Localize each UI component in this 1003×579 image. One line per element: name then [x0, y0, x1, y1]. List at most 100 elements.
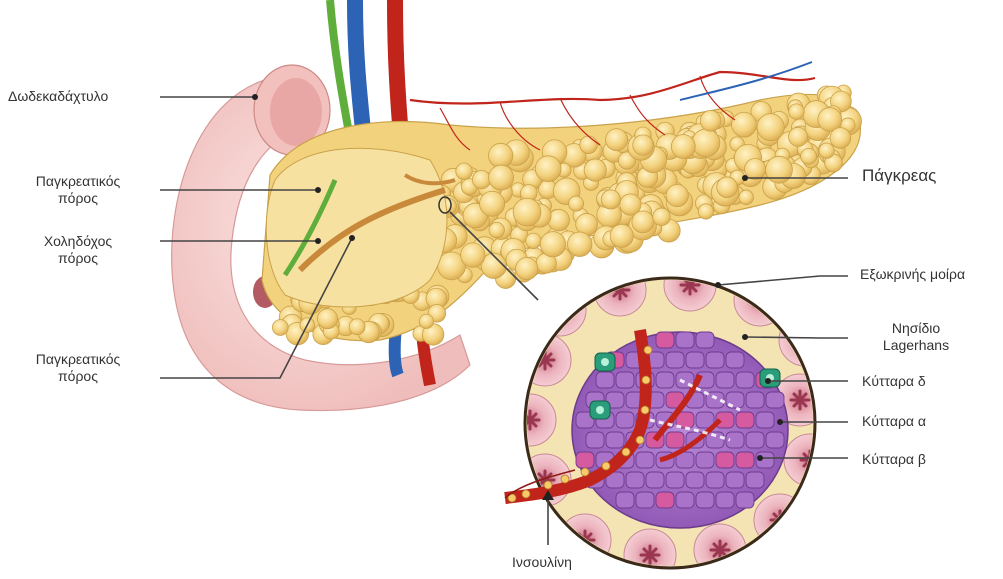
pancreas-lobule — [789, 104, 805, 120]
alpha-cell — [716, 452, 734, 468]
label-pancreatic-duct-1-line2: πόρος — [18, 190, 138, 207]
pancreas-lobule — [653, 208, 671, 226]
alpha-cell — [736, 452, 754, 468]
beta-cell — [726, 352, 744, 368]
label-islet-line2: Lagerhans — [860, 337, 972, 354]
beta-cell — [686, 472, 704, 488]
beta-cell — [736, 492, 754, 508]
beta-cell — [726, 472, 744, 488]
pancreas-body — [262, 85, 861, 345]
beta-cell — [706, 472, 724, 488]
beta-cell — [626, 472, 644, 488]
beta-cell — [696, 332, 714, 348]
pancreas-lobule — [419, 314, 433, 328]
pancreas-lobule — [633, 135, 654, 156]
beta-cell — [686, 352, 704, 368]
pancreas-lobule — [610, 224, 633, 247]
label-pancreatic-duct-2-line2: πόρος — [18, 368, 138, 385]
label-pancreatic-duct-1: Παγκρεατικός πόρος — [18, 173, 138, 207]
alpha-cell — [736, 412, 754, 428]
label-pancreatic-duct-2-line1: Παγκρεατικός — [18, 351, 138, 368]
pancreas-lobule — [580, 136, 598, 154]
pancreas-lobule — [489, 165, 514, 190]
pancreas-lobule — [692, 129, 720, 157]
insulin-granule — [522, 490, 530, 498]
beta-cell — [636, 452, 654, 468]
beta-cell — [616, 492, 634, 508]
pancreas-lobule — [739, 190, 753, 204]
alpha-cell — [656, 332, 674, 348]
beta-cell — [716, 372, 734, 388]
beta-cell — [746, 472, 764, 488]
pancreas-lobule — [698, 204, 713, 219]
beta-cell — [696, 452, 714, 468]
pancreas-lobule — [540, 232, 565, 257]
beta-cell — [746, 392, 764, 408]
pancreas-lobule — [472, 170, 490, 188]
beta-cell — [676, 332, 694, 348]
pancreas-lobule — [456, 163, 473, 180]
beta-cell — [586, 432, 604, 448]
pancreas-lobule — [461, 243, 485, 267]
beta-cell — [676, 492, 694, 508]
label-bile-duct: Χοληδόχος πόρος — [18, 233, 138, 267]
acinus-lumen — [491, 511, 509, 529]
alpha-cell — [656, 492, 674, 508]
islet-magnification — [474, 259, 836, 579]
alpha-cell — [576, 452, 594, 468]
beta-cell — [756, 412, 774, 428]
pancreas-lobule — [757, 114, 784, 141]
label-islet: Νησίδιο Lagerhans — [860, 320, 972, 354]
pancreas-lobule — [349, 319, 365, 335]
beta-cell — [736, 372, 754, 388]
insulin-granule — [561, 475, 569, 483]
delta-cell-nucleus — [601, 358, 609, 366]
pancreas-lobule — [526, 233, 541, 248]
pancreas-lobule — [766, 156, 793, 183]
beta-cell — [666, 472, 684, 488]
pancreas-lobule — [480, 191, 505, 216]
beta-cell — [706, 352, 724, 368]
label-exocrine: Εξωκρινής μοίρα — [860, 266, 965, 283]
acinus-lumen — [791, 391, 809, 409]
label-bile-duct-line2: πόρος — [18, 250, 138, 267]
insulin-granule — [636, 436, 644, 444]
insulin-granule — [581, 468, 589, 476]
pancreas-lobule — [819, 143, 834, 158]
alpha-cell — [666, 432, 684, 448]
pancreas-lobule — [516, 257, 538, 279]
label-pancreatic-duct-1-line1: Παγκρεατικός — [18, 173, 138, 190]
pancreas-lobule — [801, 148, 817, 164]
pancreas-lobule — [489, 143, 513, 167]
pancreas-lobule — [745, 158, 766, 179]
acinus-lumen — [641, 546, 659, 564]
pancreas-lobule — [606, 129, 628, 151]
pancreas-lobule — [632, 211, 654, 233]
pancreas-lobule — [671, 135, 695, 159]
pancreas-lobule — [830, 128, 851, 149]
acinus-lumen — [551, 301, 569, 319]
pancreas-lobule — [489, 222, 504, 237]
pancreas-lobule — [513, 198, 541, 226]
label-beta-cells: Κύτταρα β — [862, 451, 926, 468]
insulin-granule — [644, 346, 652, 354]
pancreas-lobule — [569, 196, 584, 211]
beta-cell — [746, 432, 764, 448]
beta-cell — [766, 392, 784, 408]
insulin-granule — [642, 376, 650, 384]
beta-cell — [596, 372, 614, 388]
beta-cell — [606, 432, 624, 448]
label-pancreas: Πάγκρεας — [862, 167, 936, 184]
pancreas-lobule — [567, 232, 591, 256]
insulin-granule — [622, 448, 630, 456]
acinus — [754, 494, 806, 546]
pancreas-lobule — [666, 185, 688, 207]
label-pancreatic-duct-2: Παγκρεατικός πόρος — [18, 351, 138, 385]
insulin-granule — [602, 462, 610, 470]
beta-cell — [616, 412, 634, 428]
beta-cell — [646, 472, 664, 488]
delta-cell-nucleus — [596, 406, 604, 414]
beta-cell — [696, 492, 714, 508]
pancreas-lobule — [700, 110, 721, 131]
